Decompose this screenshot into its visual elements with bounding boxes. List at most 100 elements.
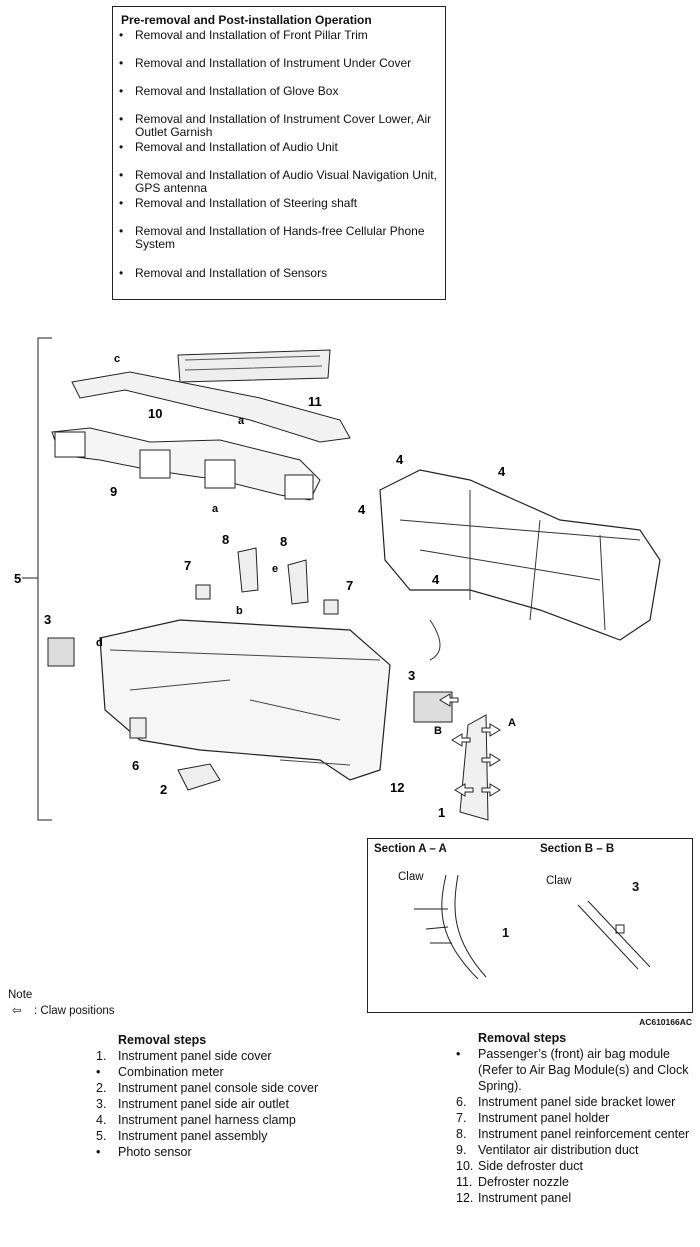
bullet-icon: • — [119, 84, 124, 98]
section-marker-a: A — [508, 717, 516, 729]
section-aa-title: Section A – A — [374, 843, 447, 855]
callout-2: 2 — [160, 782, 167, 797]
duct-outlet — [284, 474, 314, 500]
fastener-d: d — [96, 637, 103, 649]
section-bb-clip — [615, 924, 625, 934]
section-aa-profile — [441, 874, 487, 980]
side-bracket — [129, 717, 147, 739]
callout-1: 1 — [438, 805, 445, 820]
fastener-a: a — [212, 503, 219, 515]
list-item: 12.Instrument panel — [456, 1191, 572, 1205]
bullet-icon: • — [119, 112, 124, 126]
list-item: 10.Side defroster duct — [456, 1159, 583, 1173]
callout-6: 6 — [132, 758, 139, 773]
removal-steps-left: Removal steps 1.Instrument panel side co… — [96, 1032, 366, 1160]
callout-3: 3 — [44, 612, 51, 627]
section-aa-claws — [414, 908, 452, 944]
list-item: 3.Instrument panel side air outlet — [96, 1097, 289, 1111]
list-item: •Passenger’s (front) air bag module (Ref… — [456, 1047, 689, 1093]
harness-line — [429, 619, 441, 661]
callout-4b: 4 — [498, 464, 506, 479]
list-item: 11.Defroster nozzle — [456, 1175, 570, 1189]
pre-removal-box: Pre-removal and Post-installation Operat… — [112, 6, 446, 300]
duct-outlet — [204, 459, 236, 489]
exploded-diagram: 1 2 3 3 4 4 4 4 5 6 7 7 8 8 9 10 11 12 a… — [14, 337, 661, 821]
list-item: •Photo sensor — [96, 1145, 192, 1159]
callout-5: 5 — [14, 571, 21, 586]
callout-10: 10 — [148, 406, 162, 421]
pre-removal-item: •Removal and Installation of Glove Box — [119, 84, 339, 98]
figure-id: AC610166AC — [639, 1017, 692, 1027]
pre-removal-item: •Removal and Installation of Steering sh… — [119, 196, 358, 210]
removal-steps-title: Removal steps — [118, 1033, 207, 1047]
bullet-icon: • — [119, 196, 124, 210]
ventilator-duct — [51, 427, 321, 501]
pre-removal-item: •Removal and Installation of Audio Visua… — [119, 168, 437, 195]
holder — [195, 584, 211, 600]
defroster-nozzle — [177, 349, 331, 383]
claw-arrow-icon: ⇦ — [12, 1005, 22, 1017]
list-item: 4.Instrument panel harness clamp — [96, 1113, 296, 1127]
callout-12: 12 — [390, 780, 404, 795]
pre-removal-item: •Removal and Installation of Instrument … — [119, 56, 412, 70]
note-legend: ⇦: Claw positions — [12, 1005, 115, 1017]
list-item: 6.Instrument panel side bracket lower — [456, 1095, 676, 1109]
callout-4c: 4 — [358, 502, 366, 517]
reinforcement-frame — [379, 469, 661, 641]
reinforcement-center — [237, 547, 259, 593]
section-bb-profile — [577, 900, 651, 970]
callout-3b: 3 — [408, 668, 415, 683]
section-callout-3: 3 — [632, 879, 640, 894]
bullet-icon: • — [119, 56, 124, 70]
removal-steps-title: Removal steps — [478, 1031, 567, 1045]
duct-outlet — [139, 449, 171, 479]
pre-removal-item: •Removal and Installation of Sensors — [119, 266, 328, 280]
removal-steps-right: Removal steps •Passenger’s (front) air b… — [456, 1030, 696, 1206]
callout-4: 4 — [396, 452, 404, 467]
fastener-b: b — [236, 605, 243, 617]
list-item: 1.Instrument panel side cover — [96, 1049, 272, 1063]
callout-4d: 4 — [432, 572, 440, 587]
callout-8b: 8 — [280, 534, 287, 549]
duct-outlet — [54, 431, 86, 458]
pre-removal-item: •Removal and Installation of Hands-free … — [119, 224, 425, 251]
pre-removal-title: Pre-removal and Post-installation Operat… — [121, 13, 372, 27]
callout-11: 11 — [308, 394, 322, 409]
list-item: 7.Instrument panel holder — [456, 1111, 610, 1125]
claw-label: Claw — [546, 875, 572, 887]
defroster-detail — [184, 355, 323, 371]
fastener-a: a — [238, 415, 245, 427]
list-item: •Combination meter — [96, 1065, 224, 1079]
list-item: 2.Instrument panel console side cover — [96, 1081, 319, 1095]
pre-removal-item: •Removal and Installation of Instrument … — [119, 112, 432, 139]
list-item: 5.Instrument panel assembly — [96, 1129, 268, 1143]
callout-8: 8 — [222, 532, 229, 547]
frame-members — [399, 490, 641, 631]
assembly-bracket — [37, 337, 52, 821]
note-title: Note — [8, 989, 33, 1001]
section-drawings — [414, 874, 651, 980]
section-detail-box: Section A – A Section B – B Claw Claw 1 … — [367, 838, 693, 1027]
instrument-panel — [99, 619, 391, 781]
reinforcement-center — [287, 559, 309, 605]
section-callout-1: 1 — [502, 925, 510, 940]
bullet-icon: • — [119, 168, 124, 182]
callout-7: 7 — [184, 558, 191, 573]
section-bb-title: Section B – B — [540, 843, 615, 855]
list-item: 9.Ventilator air distribution duct — [456, 1143, 639, 1157]
bullet-icon: • — [119, 140, 124, 154]
fastener-e: e — [272, 563, 278, 575]
bullet-icon: • — [119, 266, 124, 280]
holder — [323, 599, 339, 615]
console-side-cover — [177, 763, 221, 791]
callout-9: 9 — [110, 484, 117, 499]
panel-detail — [109, 649, 381, 766]
bullet-icon: • — [119, 28, 124, 42]
side-air-outlet — [47, 637, 75, 667]
list-item: 8.Instrument panel reinforcement center — [456, 1127, 690, 1141]
side-defroster-duct — [71, 371, 351, 443]
section-marker-b: B — [434, 725, 442, 737]
bullet-icon: • — [119, 224, 124, 238]
claw-label: Claw — [398, 871, 424, 883]
callout-7b: 7 — [346, 578, 353, 593]
